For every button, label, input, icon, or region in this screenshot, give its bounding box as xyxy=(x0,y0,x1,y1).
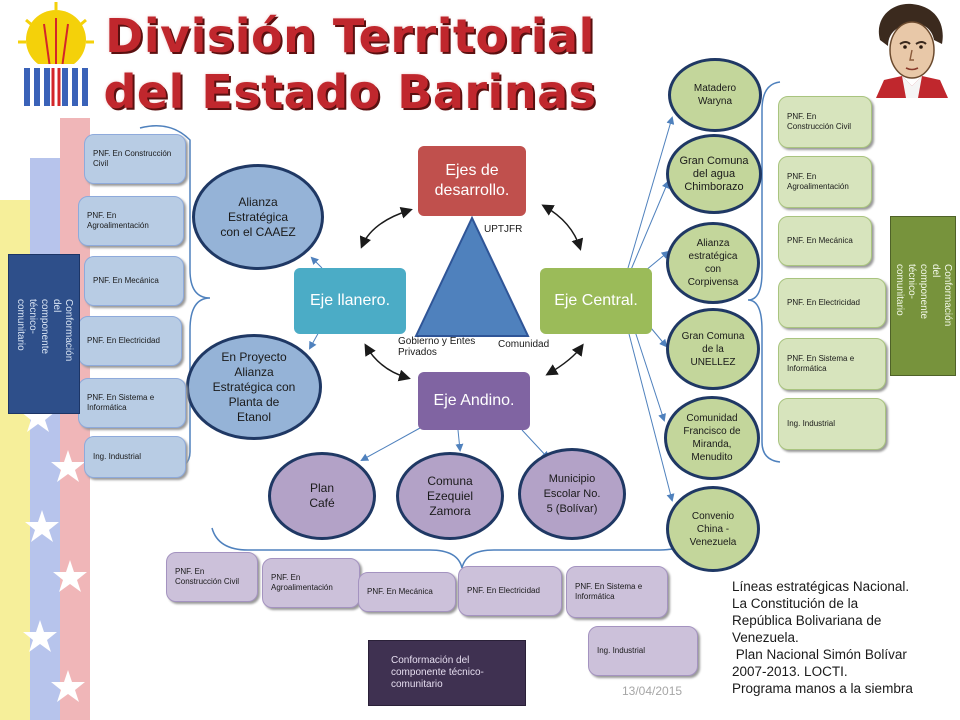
andino-conformacion: Conformación del componente técnico- com… xyxy=(368,640,526,706)
note-line-2: La Constitución de la xyxy=(732,596,859,611)
andino-node-1: Plan Café xyxy=(268,452,376,540)
note-line-6: 2007-2013. LOCTI. xyxy=(732,664,848,679)
central-node-1: Matadero Waryna xyxy=(668,58,762,132)
node-eje-llanero: Eje llanero. xyxy=(294,268,406,334)
university-sun-logo-icon xyxy=(18,2,94,108)
note-line-4: Venezuela. xyxy=(732,630,799,645)
title-line-2: del Estado Barinas xyxy=(103,65,597,119)
llanero-pnf-3: PNF. En Mecánica xyxy=(84,256,184,306)
node-alianza-caaez: Alianza Estratégica con el CAAEZ xyxy=(192,164,324,270)
central-node-5: Comunidad Francisco de Miranda, Menudito xyxy=(664,396,760,480)
andino-pnf-3: PNF. En Mecánica xyxy=(358,572,456,612)
andino-pnf-6: Ing. Industrial xyxy=(588,626,698,676)
central-pnf-6: Ing. Industrial xyxy=(778,398,886,450)
central-pnf-5: PNF. En Sistema e Informática xyxy=(778,338,886,390)
central-conformacion-text: Conformación del componente técnico- com… xyxy=(894,264,953,327)
label-comunidad: Comunidad xyxy=(498,339,550,350)
note-line-7: Programa manos a la siembra xyxy=(732,681,913,696)
note-line-1: Líneas estratégicas Nacional. xyxy=(732,579,910,594)
central-pnf-1: PNF. En Construcción Civil xyxy=(778,96,872,148)
central-pnf-4: PNF. En Electricidad xyxy=(778,278,886,328)
node-proyecto-etanol: En Proyecto Alianza Estratégica con Plan… xyxy=(186,334,322,440)
llanero-pnf-2: PNF. En Agroalimentación xyxy=(78,196,184,246)
andino-node-3: Municipio Escolar No. 5 (Bolívar) xyxy=(518,448,626,540)
note-line-3: República Bolivariana de xyxy=(732,613,882,628)
central-node-4: Gran Comuna de la UNELLEZ xyxy=(666,308,760,390)
llanero-pnf-5: PNF. En Sistema e Informática xyxy=(78,378,186,428)
central-node-3: Alianza estratégica con Corpivensa xyxy=(666,222,760,304)
andino-pnf-2: PNF. En Agroalimentación xyxy=(262,558,360,608)
bolivar-portrait-icon xyxy=(876,3,948,98)
slide-date: 13/04/2015 xyxy=(622,684,683,698)
llanero-pnf-6: Ing. Industrial xyxy=(84,436,186,478)
andino-node-2: Comuna Ezequiel Zamora xyxy=(396,452,504,540)
llanero-pnf-1: PNF. En Construcción Civil xyxy=(84,134,186,184)
llanero-conformacion-text: Conformación del componente técnico- com… xyxy=(15,299,74,362)
andino-pnf-1: PNF. En Construcción Civil xyxy=(166,552,258,602)
page-title: División Territorial del Estado Barinas xyxy=(100,8,600,120)
flag-stars xyxy=(21,400,87,702)
label-gobierno: Gobierno y Entes Privados xyxy=(398,336,476,358)
central-node-2: Gran Comuna del agua Chimborazo xyxy=(666,134,762,214)
label-uptjfr: UPTJFR xyxy=(484,224,523,235)
node-eje-central: Eje Central. xyxy=(540,268,652,334)
note-line-5: Plan Nacional Simón Bolívar xyxy=(732,647,907,662)
andino-pnf-4: PNF. En Electricidad xyxy=(458,566,562,616)
central-node-6: Convenio China - Venezuela xyxy=(666,486,760,572)
strategic-lines-note: Líneas estratégicas Nacional. La Constit… xyxy=(732,578,960,697)
title-line-1: División Territorial xyxy=(105,9,595,63)
central-conformacion: Conformación del componente técnico- com… xyxy=(890,216,956,376)
flag-stripe-blue xyxy=(30,158,62,720)
central-pnf-2: PNF. En Agroalimentación xyxy=(778,156,872,208)
andino-pnf-5: PNF. En Sistema e Informática xyxy=(566,566,668,618)
llanero-pnf-4: PNF. En Electricidad xyxy=(78,316,182,366)
node-ejes-desarrollo: Ejes de desarrollo. xyxy=(418,146,526,216)
llanero-conformacion: Conformación del componente técnico- com… xyxy=(8,254,80,414)
node-eje-andino: Eje Andino. xyxy=(418,372,530,430)
central-pnf-3: PNF. En Mecánica xyxy=(778,216,872,266)
